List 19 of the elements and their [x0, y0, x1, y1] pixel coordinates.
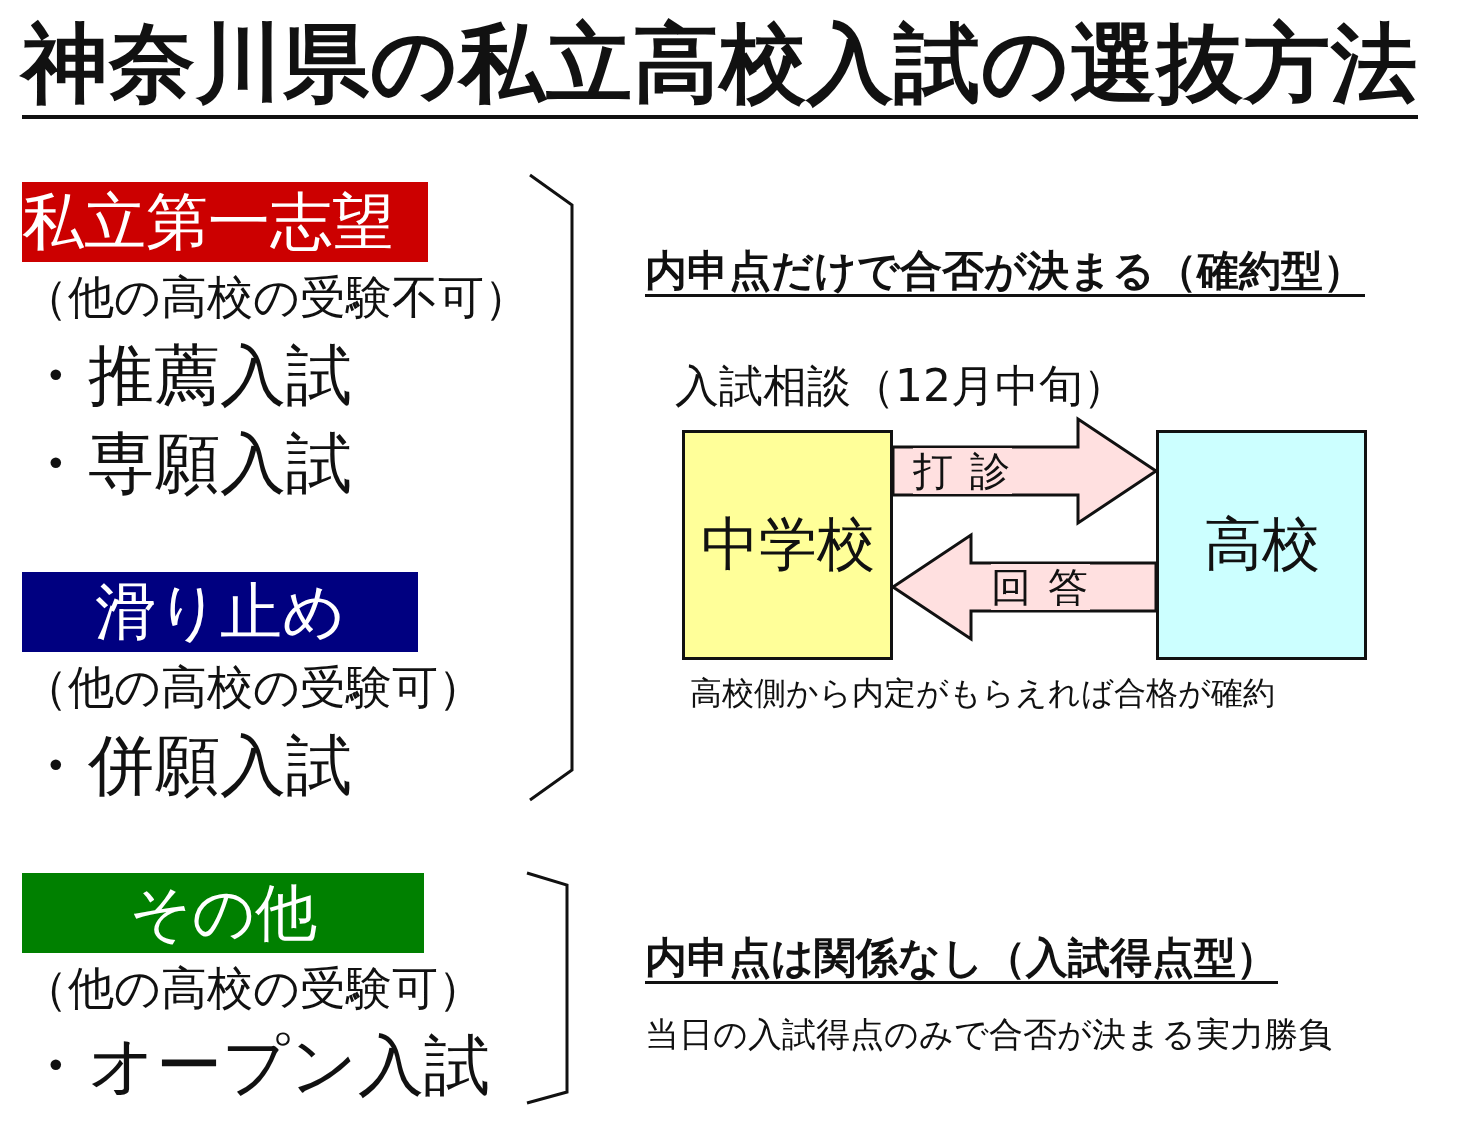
category-band: 私立第一志望 — [22, 182, 428, 262]
category-band: 滑り止め — [22, 572, 418, 652]
edge-label: 打 診 — [913, 448, 1012, 494]
list-item: ・専願入試 — [22, 428, 352, 501]
heading: 内申点だけで合否が決まる（確約型） — [645, 248, 1365, 298]
edge-label: 回 答 — [991, 564, 1090, 610]
school-box: 高校 — [1156, 430, 1367, 660]
list-item: ・オープン入試 — [22, 1030, 490, 1103]
note: 高校側から内定がもらえれば合格が確約 — [690, 676, 1275, 712]
list-item: ・推薦入試 — [22, 340, 352, 413]
note: （他の高校の受験可） — [22, 662, 484, 713]
note: 当日の入試得点のみで合否が決まる実力勝負 — [645, 1016, 1332, 1054]
list-item: ・併願入試 — [22, 730, 352, 803]
school-box: 中学校 — [682, 430, 893, 660]
note: （他の高校の受験不可） — [22, 272, 530, 323]
note: 入試相談（12月中旬） — [675, 362, 1127, 411]
note: （他の高校の受験可） — [22, 963, 484, 1014]
heading: 内申点は関係なし（入試得点型） — [645, 935, 1278, 985]
category-band: その他 — [22, 873, 424, 953]
